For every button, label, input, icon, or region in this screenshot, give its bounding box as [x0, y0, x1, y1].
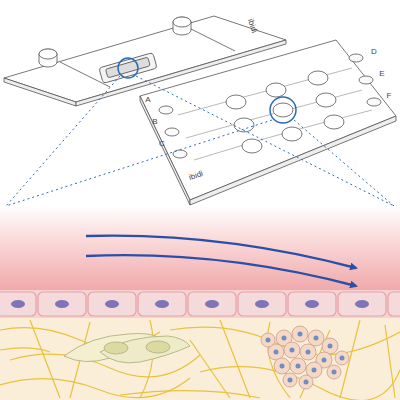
port-letter: E: [379, 70, 384, 78]
cell-spheroid: [261, 326, 349, 389]
port-letter: B: [152, 118, 157, 126]
flow-medium: [0, 206, 400, 290]
cell-nucleus: [266, 332, 345, 385]
collagen-fibers: [0, 320, 400, 400]
matrix-gel: [0, 318, 400, 400]
zoom-marker: [118, 58, 296, 123]
port-letter: A: [145, 96, 150, 104]
zoom-lines: [6, 76, 394, 206]
port-letter: C: [159, 140, 165, 148]
port-letter: F: [387, 92, 392, 100]
fibroblast-cell: [64, 334, 190, 363]
flow-arrow: [86, 236, 356, 286]
endothelial-layer: [0, 290, 400, 318]
slide-two: [140, 40, 396, 205]
port-letter: D: [371, 48, 377, 56]
